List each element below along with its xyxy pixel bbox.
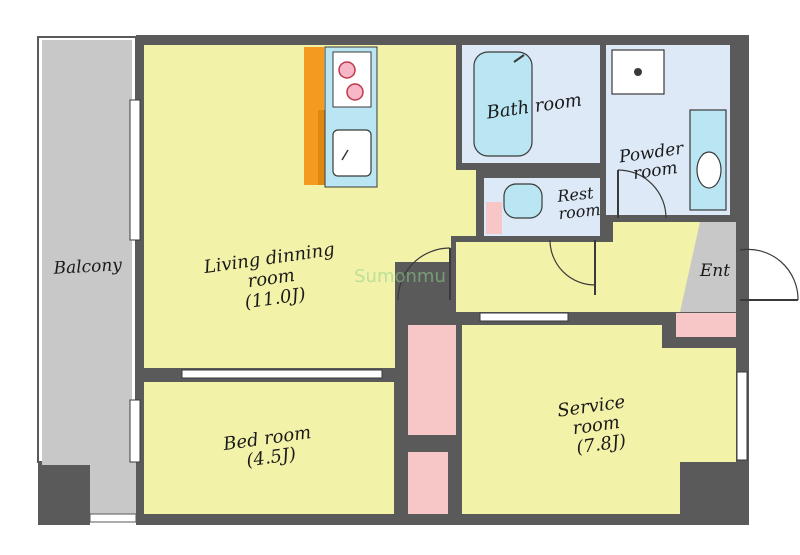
watermark-text: Sumonmu (354, 266, 446, 287)
bed-room-floor (144, 382, 394, 514)
shower-icon (513, 54, 525, 63)
window-balcony-upper (129, 99, 141, 241)
basin-icon (696, 151, 722, 189)
washer-drain-icon (634, 68, 642, 76)
kitchen-sink-icon (332, 129, 372, 177)
rest-storage-area (486, 202, 502, 234)
entrance-label: Ent (699, 261, 730, 281)
rest-room-label-line1: Rest (555, 183, 595, 206)
kitchen-counter-strip-2 (318, 110, 326, 185)
entrance-floor (680, 222, 736, 312)
stove-burner-icon (338, 61, 356, 79)
rest-room-door-swing (549, 239, 596, 286)
window-balcony-lower (129, 399, 141, 463)
balcony-edge (89, 513, 137, 523)
powder-room-door-swing (617, 169, 667, 219)
bathtub-icon (473, 51, 533, 157)
living-floor (144, 45, 476, 368)
toilet-icon (503, 183, 543, 219)
living-door-swing (397, 247, 451, 301)
entry-door-swing (739, 248, 799, 301)
balcony-floor (42, 40, 132, 465)
closet-middle (408, 325, 456, 435)
balcony-floor-lower (90, 462, 136, 514)
sliding-door-service-room (479, 312, 569, 322)
balcony-label: Balcony (52, 255, 123, 279)
stove-burner-icon-2 (346, 83, 364, 101)
balcony-corner-wall (38, 462, 90, 525)
faucet-icon (341, 149, 349, 161)
entrance-storage (676, 313, 736, 337)
service-room-floor (462, 325, 736, 514)
window-service (736, 371, 748, 461)
closet-lower (408, 452, 448, 514)
sliding-door-bed-room (181, 369, 383, 379)
hallway-floor (456, 222, 700, 312)
rest-room-label-line2: room (558, 200, 602, 223)
